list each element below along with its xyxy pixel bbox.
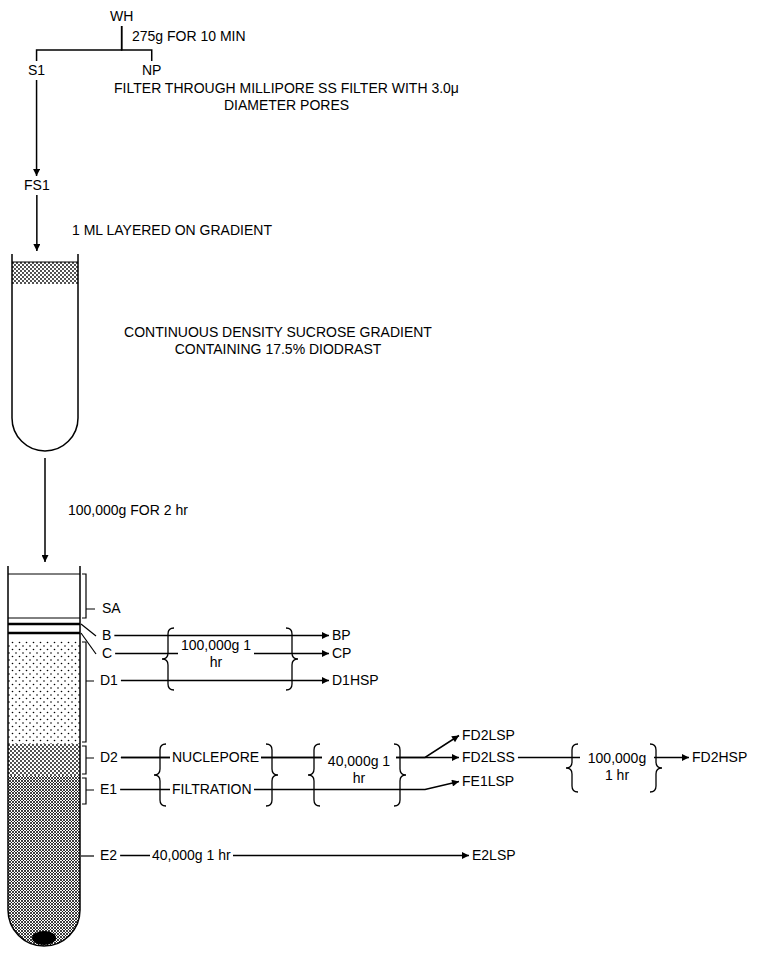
braces <box>154 628 662 806</box>
d2-zone <box>8 744 80 776</box>
fraction-node: D1HSP <box>330 672 381 689</box>
node-text: BP <box>330 627 353 644</box>
flow-connector <box>36 80 38 176</box>
tube-wall <box>12 254 78 451</box>
fraction-node: E2 <box>98 847 119 864</box>
condition-label: 40,000g 1 hr <box>322 753 396 787</box>
edge-label: 100,000g 1 hr <box>178 637 254 671</box>
fraction-node: CP <box>330 645 353 662</box>
fraction-node: SA <box>100 600 123 617</box>
tube-outline <box>10 252 80 452</box>
liquid-top <box>8 574 80 575</box>
brace <box>154 744 166 806</box>
node-text: C <box>100 645 114 662</box>
d1-zone <box>8 640 80 744</box>
condition-label: 100,000g FOR 2 hr <box>66 502 190 519</box>
node-text: D1HSP <box>330 672 381 689</box>
node-text: FD2HSP <box>690 749 749 766</box>
flow-connector <box>36 195 38 251</box>
fraction-node: FD2HSP <box>690 749 749 766</box>
centrifuge-arrow <box>44 458 46 562</box>
sample-top <box>12 262 78 263</box>
condition-label: 275g FOR 10 MIN <box>130 28 248 45</box>
fraction-node: BP <box>330 627 353 644</box>
leader-line <box>82 574 95 618</box>
flow-connector <box>37 26 122 61</box>
node-text: E1 <box>98 781 119 798</box>
fraction-node: E1 <box>98 781 119 798</box>
node-text: E2LSP <box>470 847 518 864</box>
fraction-node: C <box>100 645 114 662</box>
edge-label: 40,000g 1 hr <box>150 847 233 864</box>
fraction-node: FD2LSP <box>460 727 517 744</box>
fraction-node: FS1 <box>22 177 52 194</box>
sample-layer <box>12 262 78 284</box>
node-text: D1 <box>98 672 120 689</box>
node-text: SA <box>100 600 123 617</box>
leader-line <box>82 746 94 774</box>
leader-line <box>81 624 96 636</box>
fraction-leaders <box>81 574 96 856</box>
edge-label: 1 ML LAYERED ON GRADIENT <box>70 222 274 239</box>
leader-line <box>82 642 94 742</box>
edge-label: FILTER THROUGH MILLIPORE SS FILTER WITH … <box>112 80 461 114</box>
tube-caption: CONTINUOUS DENSITY SUCROSE GRADIENT CONT… <box>96 324 460 358</box>
leader-line <box>82 778 94 804</box>
fraction-node: B <box>100 627 113 644</box>
fraction-node: NP <box>140 62 163 79</box>
e2-zone <box>8 806 80 953</box>
e1-zone <box>8 776 80 806</box>
node-text: FD2LSP <box>460 727 517 744</box>
fraction-node: WH <box>108 8 135 25</box>
brace <box>266 744 278 806</box>
edge-label: 100,000g 1 hr <box>580 750 654 784</box>
fraction-node: S1 <box>26 62 47 79</box>
node-text: FD2LSS <box>460 749 517 766</box>
node-text: NP <box>140 62 163 79</box>
edge-label: NUCLEPORE <box>170 749 261 766</box>
pellet <box>32 931 56 945</box>
node-text: S1 <box>26 62 47 79</box>
fraction-node: D1 <box>98 672 120 689</box>
b-band <box>8 623 80 626</box>
sa-boundary <box>8 618 80 619</box>
node-text: D2 <box>98 749 120 766</box>
node-text: B <box>100 627 113 644</box>
fraction-node: D2 <box>98 749 120 766</box>
flow-connector <box>121 680 329 682</box>
c-band <box>8 632 80 635</box>
node-text: WH <box>108 8 135 25</box>
brace <box>566 744 578 792</box>
brace <box>308 744 320 806</box>
gradient-fractions <box>8 574 80 953</box>
centrifuge-tube <box>8 566 80 946</box>
node-text: E2 <box>98 847 119 864</box>
gradient-tube: CONTINUOUS DENSITY SUCROSE GRADIENT CONT… <box>10 252 80 452</box>
fraction-node: E2LSP <box>470 847 518 864</box>
fraction-node: FE1LSP <box>460 773 516 790</box>
node-text: FE1LSP <box>460 773 516 790</box>
leader-line <box>81 633 96 654</box>
edge-label: FILTRATION <box>170 781 254 798</box>
leader-line <box>81 855 94 856</box>
node-text: CP <box>330 645 353 662</box>
node-text: FS1 <box>22 177 52 194</box>
fraction-node: FD2LSS <box>460 749 517 766</box>
